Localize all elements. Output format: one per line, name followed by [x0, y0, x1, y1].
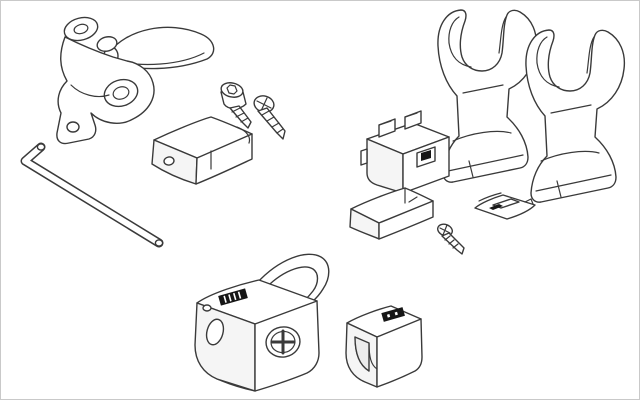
spring-clip-part: [474, 192, 536, 220]
saddle-clamp-left-part: [437, 9, 538, 183]
wedge-pad-part: [151, 116, 253, 185]
tapping-screw-part: [253, 95, 286, 140]
buckle-housing-part: [194, 253, 330, 392]
mount-bracket-part: [360, 110, 450, 194]
clamp-lever-assembly-part: [56, 16, 215, 145]
socket-screw-part: [220, 82, 252, 129]
small-screw-part: [437, 223, 465, 255]
allen-key-part: [20, 142, 164, 248]
clamp-block-part: [345, 305, 423, 388]
saddle-clamp-right-part: [525, 29, 626, 203]
wedge-shim-part: [349, 187, 434, 240]
